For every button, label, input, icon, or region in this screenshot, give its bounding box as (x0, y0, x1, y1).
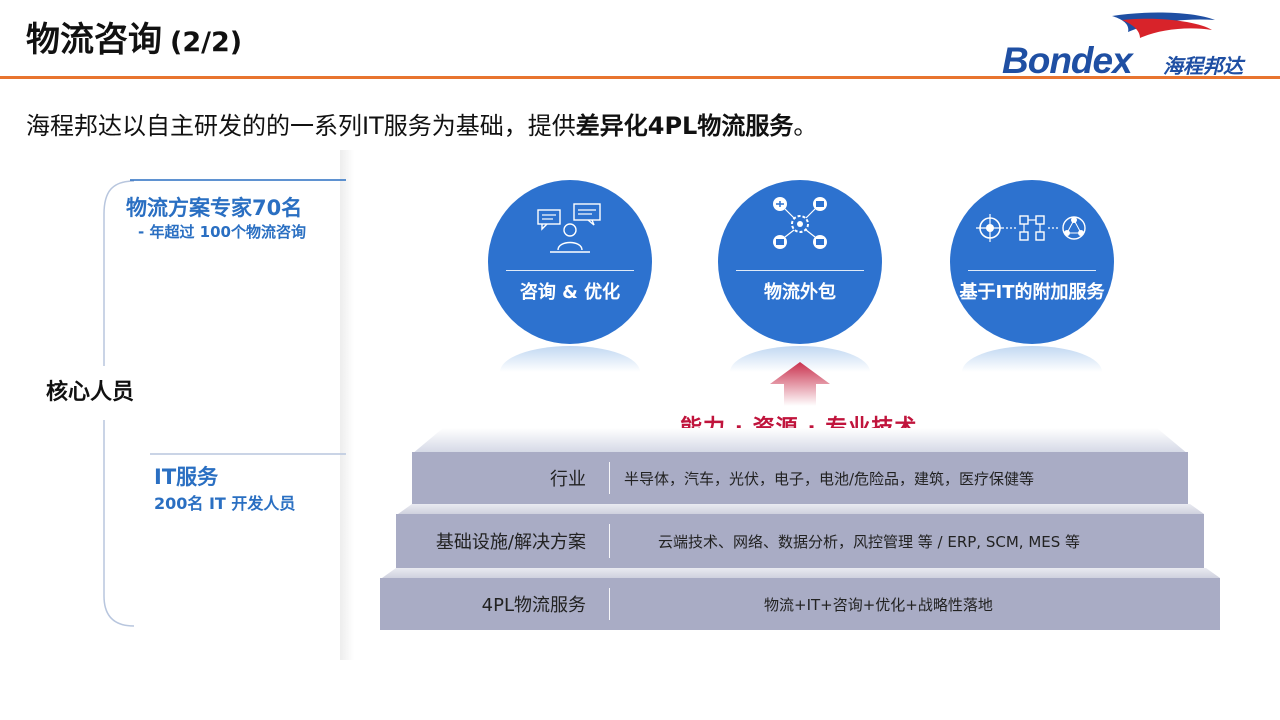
tier-divider (609, 588, 610, 620)
experts-subtitle: - 年超过 100个物流咨询 (138, 223, 306, 241)
bondex-logo: Bondex 海程邦达 (1000, 8, 1268, 81)
circle-divider (736, 270, 864, 271)
consulting-icon (537, 203, 601, 253)
core-staff-label: 核心人员 (46, 380, 135, 405)
circle-reflection (500, 346, 640, 372)
tier-name: 基础设施/解决方案 (435, 532, 586, 553)
subtitle-suffix: 。 (793, 112, 818, 140)
page-subtitle: 海程邦达以自主研发的的一系列IT服务为基础，提供差异化4PL物流服务。 (26, 106, 817, 141)
service-circle-it: 基于IT的附加服务 (950, 180, 1114, 344)
tier-bevel (398, 504, 1204, 514)
subtitle-prefix: 海程邦达以自主研发的的一系列IT服务为基础，提供 (26, 112, 576, 140)
left-panel-shadow (340, 150, 354, 660)
tier-name: 4PL物流服务 (481, 595, 586, 616)
page-number: (2/2) (170, 27, 243, 58)
logo-swoosh-icon (1112, 12, 1215, 38)
it-network-icon (976, 214, 1086, 242)
page-title-text: 物流咨询 (26, 20, 162, 60)
tier-infrastructure: 基础设施/解决方案 云端技术、网络、数据分析，风控管理 等 / ERP, SCM… (396, 514, 1204, 568)
header-divider (0, 76, 1280, 79)
service-label-consulting: 咨询 & 优化 (519, 282, 621, 303)
logistics-network-icon (773, 197, 827, 249)
tier-4pl: 4PL物流服务 物流+IT+咨询+优化+战略性落地 (380, 578, 1220, 630)
logo-text: Bondex (1002, 40, 1133, 81)
service-circle-consulting: 咨询 & 优化 (488, 180, 652, 344)
service-label-logistics: 物流外包 (764, 282, 836, 303)
experts-title: 物流方案专家70名 (126, 196, 303, 220)
circle-divider (506, 270, 634, 271)
service-label-it: 基于IT的附加服务 (959, 282, 1105, 303)
tier-bevel (382, 568, 1220, 578)
up-arrow-icon (770, 362, 830, 406)
circle-divider (968, 270, 1096, 271)
tier-description: 物流+IT+咨询+优化+战略性落地 (764, 595, 993, 614)
subtitle-bold: 差异化4PL物流服务 (575, 112, 794, 140)
tier-industry: 行业 半导体，汽车，光伏，电子，电池/危险品，建筑，医疗保健等 (412, 452, 1188, 504)
tier-divider (609, 462, 610, 494)
page-title: 物流咨询 (2/2) (26, 12, 242, 61)
tier-description: 半导体，汽车，光伏，电子，电池/危险品，建筑，医疗保健等 (624, 469, 1035, 488)
left-bracket (103, 179, 346, 627)
circle-reflection (962, 346, 1102, 372)
logo-cn-text: 海程邦达 (1163, 54, 1243, 78)
service-circle-logistics: 物流外包 (718, 180, 882, 344)
tier-divider (609, 524, 610, 558)
tier-name: 行业 (550, 469, 586, 490)
tier-description: 云端技术、网络、数据分析，风控管理 等 / ERP, SCM, MES 等 (658, 532, 1081, 551)
pyramid-top (412, 428, 1188, 454)
it-subtitle: 200名 IT 开发人员 (154, 494, 296, 513)
it-title: IT服务 (154, 465, 219, 489)
